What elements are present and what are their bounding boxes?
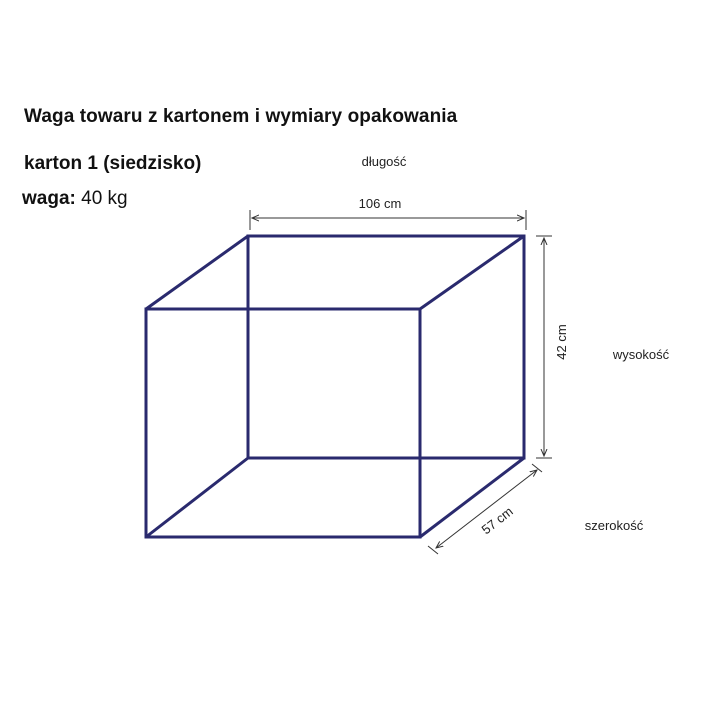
box-edge-bottom-right xyxy=(419,456,525,539)
weight-line: waga: 40 kg xyxy=(22,188,128,210)
weight-label: waga: xyxy=(22,188,76,209)
width-tick-bottom xyxy=(427,545,439,555)
width-label: szerokość xyxy=(585,518,644,533)
box-edge-top-left xyxy=(145,234,249,311)
width-dimension xyxy=(427,463,543,555)
height-dimension xyxy=(536,235,552,459)
length-label: długość xyxy=(362,154,407,169)
length-value: 106 cm xyxy=(359,196,402,211)
box-wireframe xyxy=(144,234,526,539)
box-front-face xyxy=(144,307,422,539)
height-label: wysokość xyxy=(612,347,670,362)
page-title: Waga towaru z kartonem i wymiary opakowa… xyxy=(24,106,458,127)
length-dimension xyxy=(249,210,527,230)
weight-value: 40 kg xyxy=(81,188,128,209)
width-value: 57 cm xyxy=(479,504,516,538)
box-back-face xyxy=(246,234,526,460)
box-edge-bottom-left xyxy=(145,456,249,539)
box-edge-top-right xyxy=(419,234,525,311)
height-value: 42 cm xyxy=(554,324,569,359)
width-arrow xyxy=(436,470,537,548)
width-tick-top xyxy=(531,463,543,473)
box-name: karton 1 (siedzisko) xyxy=(24,153,202,174)
